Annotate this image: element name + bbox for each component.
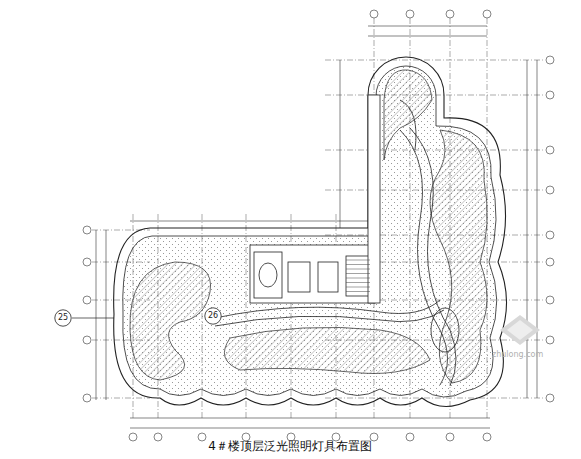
stair-tread (346, 278, 370, 279)
watermark-text: zhulong.com (492, 350, 543, 359)
dimension-lines (96, 26, 537, 428)
grid-bubble (546, 231, 554, 239)
grid-line (92, 398, 150, 399)
grid-bubble (546, 258, 554, 266)
planting-area (130, 262, 211, 380)
roof-outline (114, 57, 507, 407)
grid-bubble (546, 186, 554, 194)
garden-path (215, 100, 459, 386)
planting-area (224, 327, 430, 373)
callout-bubble: 25 (54, 309, 72, 327)
stair-tread (346, 287, 370, 288)
callout-bubble: 26 (204, 307, 222, 325)
grid-bubble (83, 394, 91, 402)
callout-number: 25 (58, 314, 68, 322)
grid-bubble (546, 394, 554, 402)
grid-line (325, 398, 545, 399)
drawing-title: 4＃楼顶层泛光照明灯具布置图 (208, 438, 372, 455)
parapet-outline (123, 66, 497, 397)
grid-bubble (83, 226, 91, 234)
stair-tread (346, 269, 370, 270)
stair-treads (346, 260, 370, 292)
grid-bubble (83, 296, 91, 304)
grid-bubble (483, 433, 491, 441)
stair-tread (346, 264, 370, 265)
callout-circle-outline (55, 310, 71, 326)
grid-bubble (546, 91, 554, 99)
stair-tread (346, 273, 370, 274)
stair-tread (346, 291, 370, 292)
grid-lines (83, 10, 554, 441)
grid-bubble (154, 433, 162, 441)
grid-bubble (370, 10, 378, 18)
callout-circle-outline (205, 308, 221, 324)
grid-line (325, 60, 545, 61)
grid-bubble (446, 433, 454, 441)
grid-bubble (546, 336, 554, 344)
grid-bubble (83, 336, 91, 344)
grid-bubble (546, 56, 554, 64)
grid-bubble (406, 10, 414, 18)
grid-bubble (546, 296, 554, 304)
leader-line (72, 318, 114, 319)
watermark-logo (500, 315, 540, 345)
grid-bubble (483, 10, 491, 18)
stair-tread (346, 282, 370, 283)
grid-bubble (83, 258, 91, 266)
grid-bubble (406, 433, 414, 441)
grid-bubble (546, 146, 554, 154)
grid-bubble (198, 433, 206, 441)
planting-area (430, 130, 487, 383)
planting-area (384, 70, 432, 160)
stair-core (250, 95, 380, 303)
grid-bubble (129, 433, 137, 441)
stair-tread (346, 260, 370, 261)
callout-number: 26 (208, 312, 218, 320)
grid-bubble (446, 10, 454, 18)
